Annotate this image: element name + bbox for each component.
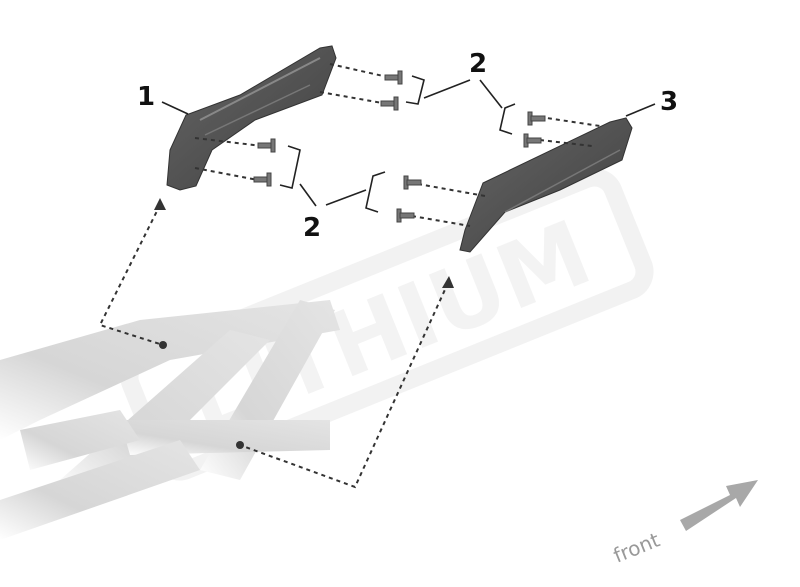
callout-3: 3 — [660, 87, 678, 117]
bolt — [527, 111, 546, 126]
bolt — [523, 133, 542, 148]
front-label: front — [610, 528, 663, 568]
bolt — [257, 138, 276, 153]
callout-2-bottom: 2 — [303, 213, 321, 243]
assembly-dashed-lines — [98, 63, 601, 489]
leader-lines — [161, 75, 656, 213]
callout-2-top: 2 — [469, 49, 487, 79]
front-arrow-icon — [680, 480, 758, 531]
bolt — [384, 70, 403, 85]
bolts — [253, 70, 546, 223]
bolt — [380, 96, 399, 111]
part-3-cover — [459, 117, 633, 253]
arrow-heads — [154, 198, 454, 449]
bolt — [396, 208, 415, 223]
vehicle-frame — [0, 300, 340, 540]
front-direction-indicator: front — [610, 480, 758, 568]
bolt — [253, 172, 272, 187]
callout-1: 1 — [137, 82, 155, 112]
bolt — [403, 175, 422, 190]
part-1-bracket — [166, 45, 337, 191]
